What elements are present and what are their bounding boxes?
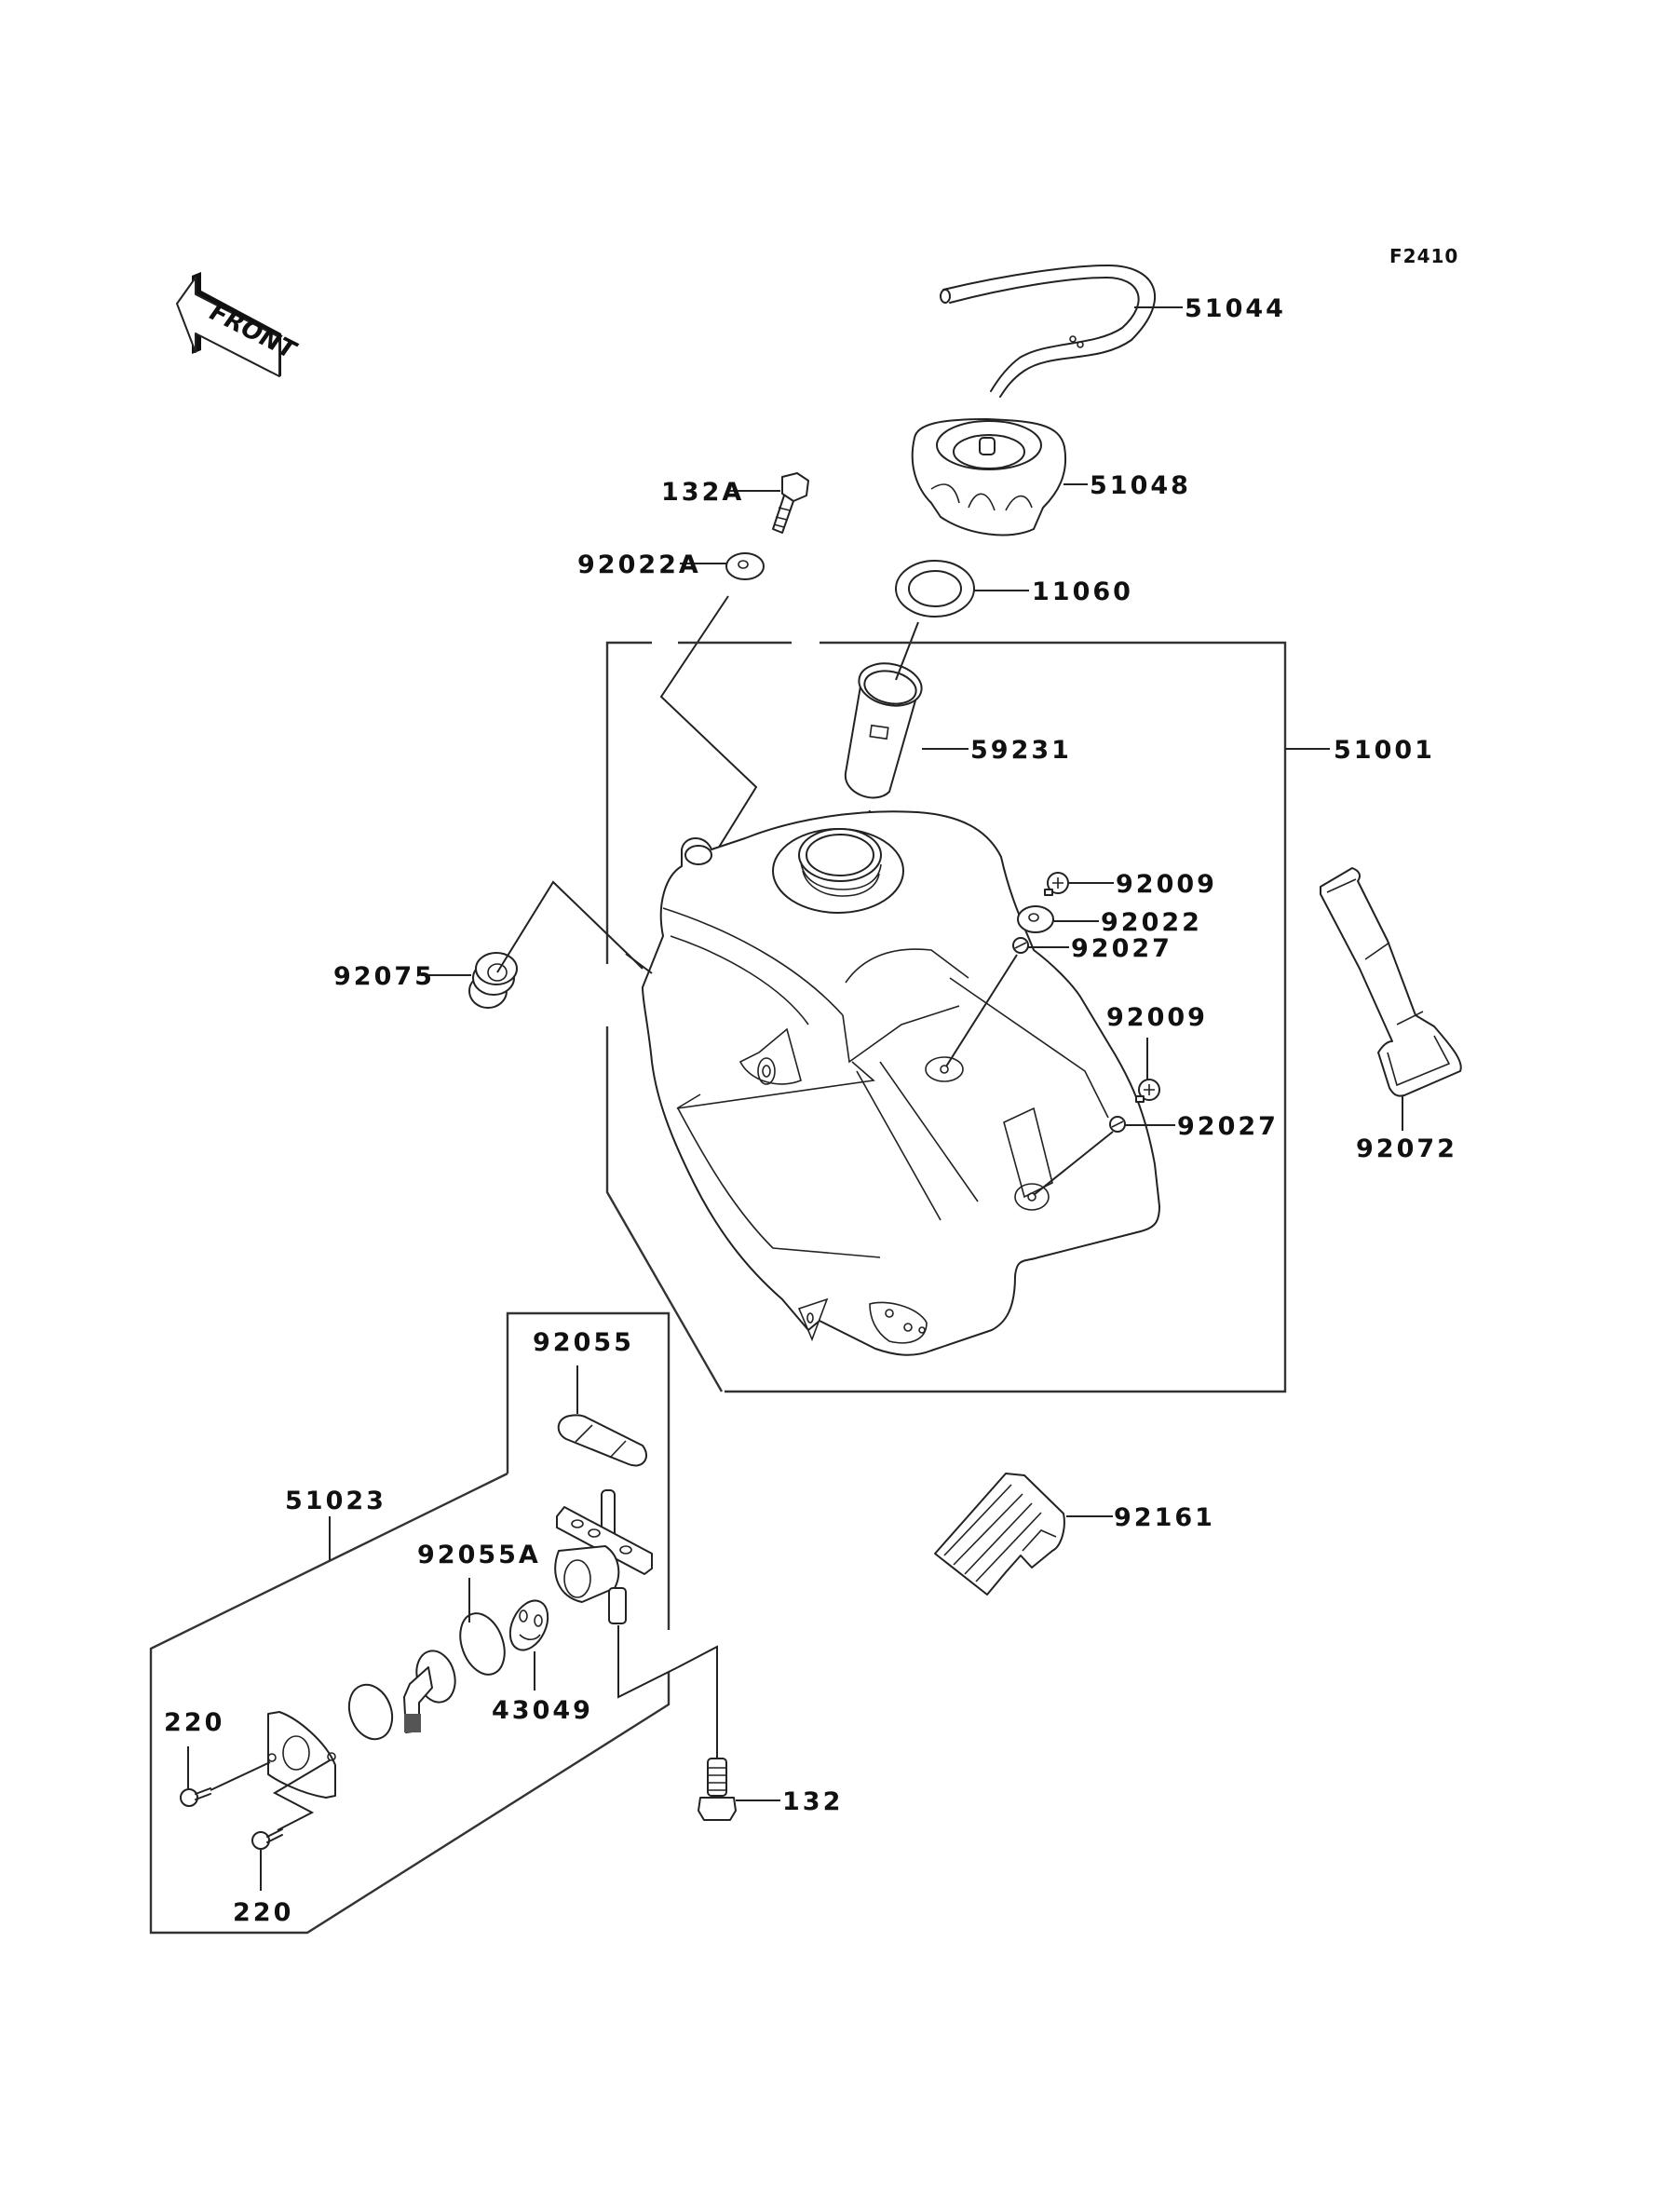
tank-assembly-bracket [605,641,1287,1393]
cap-gasket-icon [895,560,975,618]
o-ring-92055a-icon [459,1612,506,1676]
part-label-92009-lower: 92009 [1106,1003,1208,1032]
part-label-92027-lower: 92027 [1177,1112,1279,1141]
fuel-tank-icon [642,810,1160,1356]
part-label-92009-upper: 92009 [1116,870,1217,899]
leader-92075-to-tank [496,880,644,973]
washer-92022a-icon [725,552,765,580]
front-arrow-icon: FRONT [176,272,302,377]
part-label-220-upper: 220 [164,1708,224,1737]
part-label-43049: 43049 [492,1696,593,1725]
part-label-51023: 51023 [285,1487,386,1515]
figure-code: F2410 [1389,245,1458,267]
cover-plate-icon [267,1711,336,1799]
part-label-220-lower: 220 [233,1898,293,1927]
leader-92027-lower-to-tank [1033,1131,1114,1196]
part-label-59231: 59231 [970,736,1072,765]
part-label-92027-upper: 92027 [1071,934,1172,963]
damper-92075-icon [468,952,518,1009]
part-label-92022: 92022 [1101,908,1202,937]
part-label-92022a: 92022A [577,550,701,579]
leader-220-lower-to-plate [272,1759,331,1831]
leader-92022a-to-tank [659,595,758,881]
part-label-51001: 51001 [1334,736,1435,765]
leader-220-upper-to-plate [210,1761,271,1791]
part-label-92072: 92072 [1356,1134,1457,1163]
leader-92027-upper-to-tank [945,954,1018,1067]
part-label-132a: 132A [661,478,744,507]
part-label-92055a: 92055A [417,1541,541,1569]
part-label-92075: 92075 [333,962,435,991]
screw-92009-lower-icon [1135,1079,1160,1103]
fuel-cock-icon [554,1489,653,1624]
part-label-92055: 92055 [533,1328,634,1357]
bolt-132a-icon [772,472,809,534]
collar-92027-lower-icon [1109,1116,1126,1133]
collar-92027-upper-icon [1012,937,1029,954]
o-ring-small-icon [347,1683,394,1741]
leader-11060-to-strainer [895,621,919,681]
fuel-cock-lever-icon [403,1650,456,1733]
screw-220-lower-icon [251,1828,283,1850]
leader-fuel-cock-to-132 [617,1625,679,1699]
part-label-92161: 92161 [1114,1503,1215,1532]
screw-92009-upper-icon [1044,872,1069,896]
screw-220-upper-icon [180,1787,211,1807]
filler-strainer-icon [844,662,923,799]
part-label-51048: 51048 [1090,471,1191,500]
washer-92022-icon [1017,905,1054,933]
fuel-cap-icon [911,418,1067,536]
tank-strap-icon [1320,867,1462,1097]
fuel-cock-assembly-bracket [149,1311,671,1935]
bolt-132-icon [698,1758,737,1821]
fuel-cock-gasket-icon [557,1414,647,1467]
part-label-132: 132 [782,1787,843,1816]
part-label-11060: 11060 [1032,577,1133,606]
leader-132-to-bolt [677,1645,718,1759]
breather-hose-icon [940,265,1157,398]
lever-gasket-icon [508,1599,549,1651]
part-label-51044: 51044 [1185,294,1286,323]
leader-92075-tail [625,953,653,974]
pad-92161-icon [934,1473,1065,1596]
